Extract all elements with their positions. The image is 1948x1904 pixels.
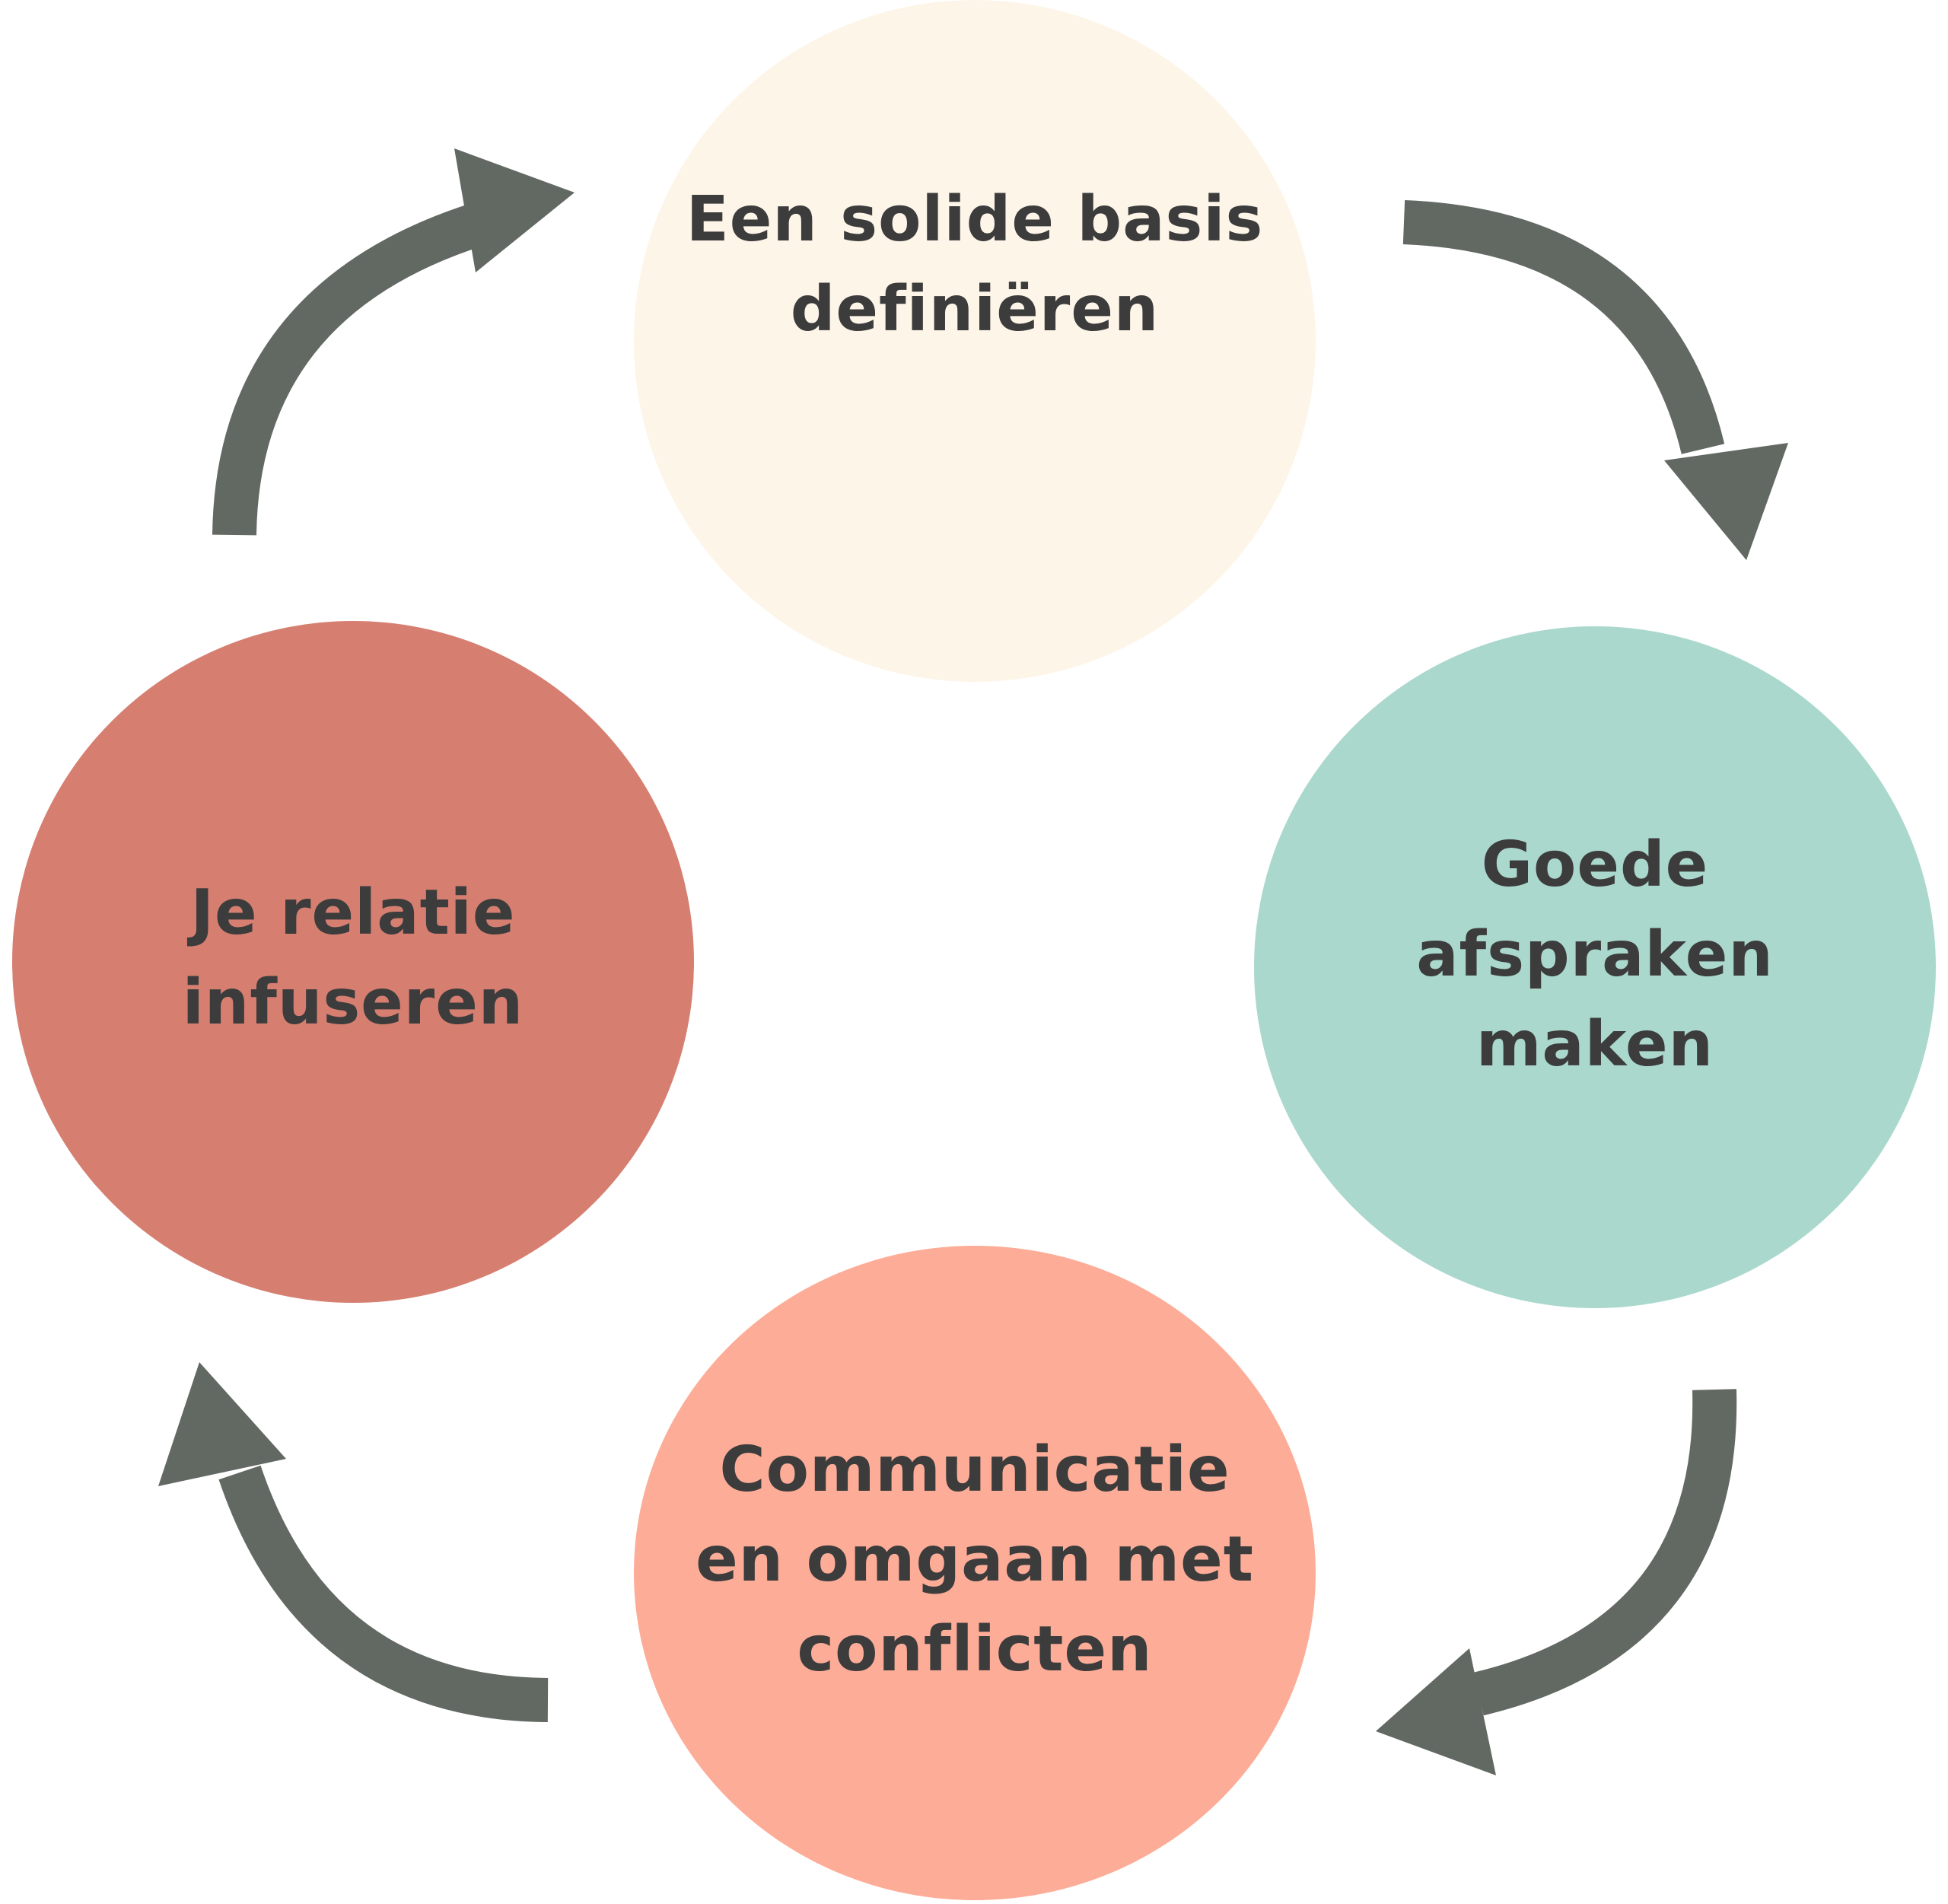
arrow-relatie-to-basis xyxy=(212,203,484,536)
arrow-head-relatie-to-basis xyxy=(454,148,575,272)
node-communicatie: Communicatie en omgaan met conflicten xyxy=(634,1246,1316,1900)
node-goede-afspraken: Goede afspraken maken xyxy=(1254,626,1936,1308)
arrow-basis-to-afspraken xyxy=(1402,200,1725,454)
node-relatie-infuseren: Je relatie infuseren xyxy=(12,621,694,1303)
arrow-communicatie-to-relatie xyxy=(218,1465,549,1722)
node-label: Goede afspraken maken xyxy=(1416,829,1774,1081)
node-label: Communicatie en omgaan met conflicten xyxy=(695,1434,1254,1686)
arrow-head-afspraken-to-communicatie xyxy=(1376,1648,1496,1775)
node-solide-basis: Een solide basis definiëren xyxy=(634,0,1316,682)
node-label: Een solide basis definiëren xyxy=(686,183,1264,345)
arrow-head-communicatie-to-relatie xyxy=(158,1362,286,1486)
arrow-head-basis-to-afspraken xyxy=(1664,443,1788,560)
node-label: Je relatie infuseren xyxy=(182,877,524,1039)
arrow-afspraken-to-communicatie xyxy=(1473,1389,1737,1716)
